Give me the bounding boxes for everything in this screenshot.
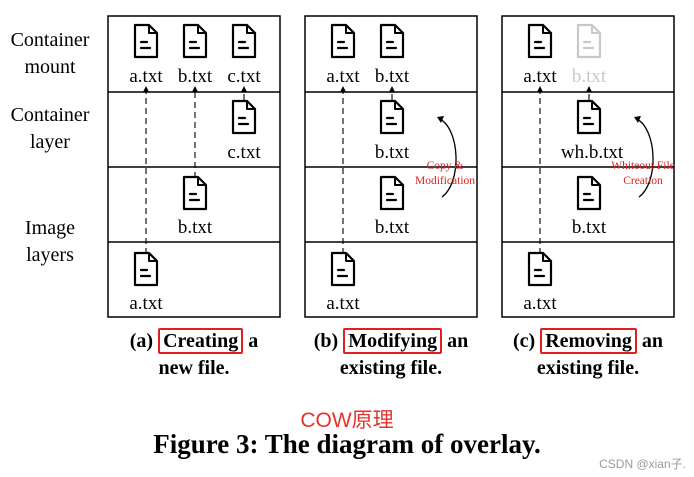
caption-c: (c) Removing an existing file. xyxy=(488,328,688,382)
file-label: a.txt xyxy=(326,293,360,314)
curved-arrow xyxy=(439,118,457,198)
arrow-up-icon xyxy=(586,86,592,92)
file-label: a.txt xyxy=(523,293,557,314)
arrow-up-icon xyxy=(192,86,198,92)
caption-b: (b) Modifying an existing file. xyxy=(291,328,491,382)
row-label-line: Image xyxy=(25,217,75,239)
file-icon xyxy=(330,251,356,287)
panel-b: a.txt b.txt b.txt b.txt a.txt Copy & Mod… xyxy=(304,15,478,318)
file-label: b.txt xyxy=(375,217,410,238)
arrow-up-icon xyxy=(389,86,395,92)
file-label: a.txt xyxy=(523,66,557,87)
caption-highlight: Creating xyxy=(158,328,244,354)
caption-rest: an xyxy=(442,330,469,352)
file-icon xyxy=(231,23,257,59)
caption-line: (b) Modifying an xyxy=(291,328,491,355)
caption-prefix: (b) xyxy=(313,330,344,352)
file-icon xyxy=(182,23,208,59)
arrow-up-icon xyxy=(340,86,346,92)
row-label-image-layers: Image layers xyxy=(0,215,100,269)
caption-highlight: Removing xyxy=(540,328,637,354)
arrowhead-icon xyxy=(437,116,444,123)
file-icon xyxy=(330,23,356,59)
file-icon xyxy=(133,251,159,287)
file-icon xyxy=(527,251,553,287)
caption-prefix: (c) xyxy=(513,330,541,352)
caption-rest: a xyxy=(243,330,259,352)
watermark: CSDN @xian子. xyxy=(599,457,686,471)
file-label: c.txt xyxy=(227,142,261,163)
panel-c: a.txt b.txt wh.b.txt b.txt a.txt Whiteou… xyxy=(501,15,675,318)
file-icon xyxy=(231,99,257,135)
file-label: c.txt xyxy=(227,66,261,87)
panel-a: a.txt b.txt c.txt c.txt b.txt a.txt xyxy=(107,15,281,318)
file-icon xyxy=(576,99,602,135)
file-label: a.txt xyxy=(129,66,163,87)
caption-line-2: new file. xyxy=(158,357,230,379)
file-label: a.txt xyxy=(129,293,163,314)
file-label: b.txt xyxy=(375,142,410,163)
file-icon xyxy=(379,175,405,211)
chinese-subtitle: COW原理 xyxy=(300,409,394,432)
caption-line: (c) Removing an xyxy=(488,328,688,355)
arrow-up-icon xyxy=(143,86,149,92)
curved-arrow xyxy=(636,118,654,198)
ghost-file-label: b.txt xyxy=(572,66,607,87)
row-label-container-layer: Container layer xyxy=(0,102,100,156)
file-icon xyxy=(576,175,602,211)
caption-rest: an xyxy=(636,330,663,352)
file-label: a.txt xyxy=(326,66,360,87)
row-label-line: layer xyxy=(30,131,70,153)
caption-line-2: existing file. xyxy=(536,357,640,379)
caption-a: (a) Creating a new file. xyxy=(94,328,294,382)
annotation-line: Creation xyxy=(623,175,663,187)
arrow-up-icon xyxy=(241,86,247,92)
caption-prefix: (a) xyxy=(129,330,159,352)
row-label-line: mount xyxy=(24,56,76,78)
file-icon xyxy=(379,99,405,135)
arrow-up-icon xyxy=(537,86,543,92)
file-label: b.txt xyxy=(178,217,213,238)
caption-line: (a) Creating a xyxy=(94,328,294,355)
annotation-line: Whiteout File xyxy=(611,160,675,172)
overlay-diagram: a.txt b.txt c.txt c.txt b.txt a.txt a.tx… xyxy=(107,15,675,318)
row-label-line: layers xyxy=(26,244,74,266)
ghost-file-icon xyxy=(576,23,602,59)
file-icon xyxy=(133,23,159,59)
file-label: wh.b.txt xyxy=(561,142,624,163)
file-label: b.txt xyxy=(375,66,410,87)
file-icon xyxy=(182,175,208,211)
row-label-line: Container xyxy=(10,29,90,51)
file-icon xyxy=(379,23,405,59)
annotation-line: Modification xyxy=(415,175,475,187)
file-label: b.txt xyxy=(572,217,607,238)
row-label-line: Container xyxy=(10,104,90,126)
annotation-line: Copy & xyxy=(427,160,464,172)
caption-highlight: Modifying xyxy=(343,328,443,354)
figure-title: Figure 3: The diagram of overlay. xyxy=(153,429,541,459)
caption-line-2: existing file. xyxy=(339,357,443,379)
arrowhead-icon xyxy=(634,116,641,123)
row-label-container-mount: Container mount xyxy=(0,27,100,81)
file-icon xyxy=(527,23,553,59)
file-label: b.txt xyxy=(178,66,213,87)
